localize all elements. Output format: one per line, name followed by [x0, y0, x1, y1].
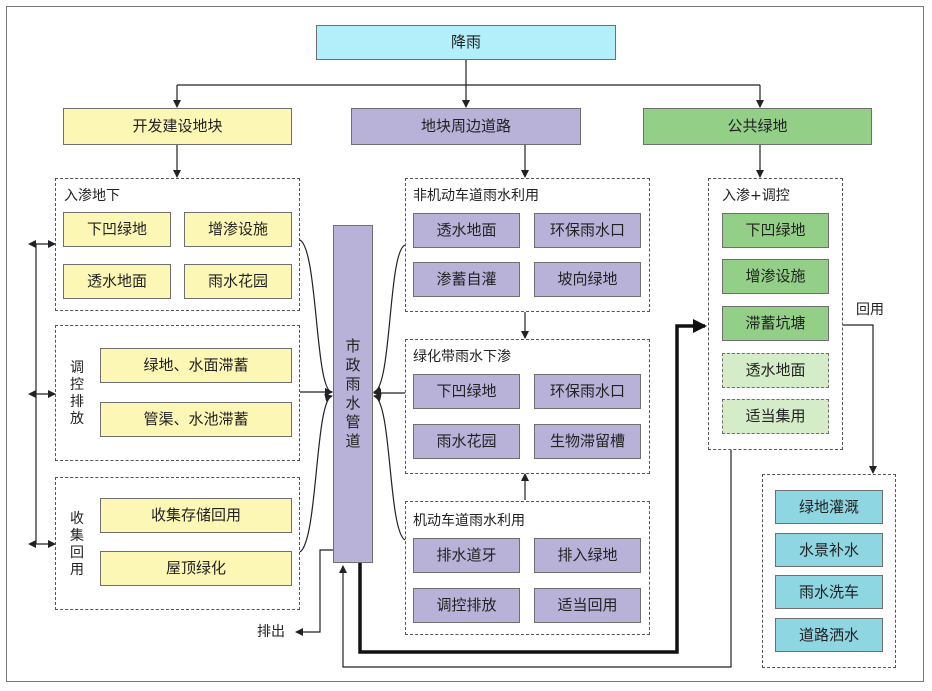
reuse-item: 水景补水 [775, 533, 883, 567]
road-nonmotor-group [405, 178, 650, 312]
road-nonmotor-item: 环保雨水口 [534, 213, 641, 248]
road-greenbelt-title: 绿化带雨水下渗 [413, 349, 511, 365]
park-group [708, 178, 843, 450]
park-item: 下凹绿地 [722, 213, 829, 248]
reuse-group [762, 474, 896, 668]
reuse-item: 雨水洗车 [775, 575, 883, 609]
road-greenbelt-group [405, 339, 650, 474]
road-nonmotor-item: 坡向绿地 [534, 262, 641, 297]
plot-box: 开发建设地块 [63, 108, 292, 145]
plot-infiltrate-group [55, 178, 300, 311]
plot-label: 开发建设地块 [132, 117, 223, 135]
reuse-item: 道路洒水 [775, 618, 883, 652]
road-nonmotor-title: 非机动车道雨水利用 [413, 188, 539, 204]
road-greenbelt-item: 下凹绿地 [413, 374, 520, 409]
municipal-pipe-box: 市政雨水管道 [333, 225, 373, 563]
plot-regulate-item: 绿地、水面滞蓄 [100, 348, 292, 383]
plot-infiltrate-item: 增渗设施 [184, 212, 292, 247]
plot-regulate-title: 调控排放 [70, 360, 84, 427]
plot-collect-item: 屋顶绿化 [100, 551, 292, 586]
road-box: 地块周边道路 [351, 108, 581, 145]
road-motor-group [405, 501, 650, 635]
plot-regulate-group [55, 325, 300, 461]
reuse-label: 回用 [856, 302, 884, 318]
plot-infiltrate-title: 入渗地下 [64, 188, 120, 204]
pipe-label: 市政雨水管道 [345, 337, 361, 450]
park-box: 公共绿地 [643, 108, 872, 145]
rain-label: 降雨 [450, 33, 481, 51]
park-item: 适当集用 [722, 399, 829, 434]
rain-box: 降雨 [316, 25, 616, 60]
road-greenbelt-item: 生物滞留槽 [534, 424, 641, 459]
park-label: 公共绿地 [727, 117, 788, 135]
reuse-item: 绿地灌溉 [775, 490, 883, 524]
plot-regulate-item: 管渠、水池滞蓄 [100, 402, 292, 437]
discharge-label: 排出 [257, 624, 285, 640]
plot-collect-title: 收集回用 [70, 511, 84, 578]
plot-collect-item: 收集存储回用 [100, 498, 292, 533]
park-item: 透水地面 [722, 353, 829, 388]
road-greenbelt-item: 环保雨水口 [534, 374, 641, 409]
road-greenbelt-item: 雨水花园 [413, 424, 520, 459]
plot-infiltrate-item: 透水地面 [63, 264, 171, 299]
diagram-frame [6, 6, 924, 682]
plot-infiltrate-item: 下凹绿地 [63, 212, 171, 247]
plot-collect-group [55, 477, 300, 610]
road-motor-item: 调控排放 [413, 588, 520, 623]
road-motor-item: 排入绿地 [534, 538, 641, 573]
road-nonmotor-item: 渗蓄自灌 [413, 262, 520, 297]
plot-infiltrate-item: 雨水花园 [184, 264, 292, 299]
park-group-title: 入渗+调控 [722, 188, 790, 204]
park-item: 增渗设施 [722, 259, 829, 294]
road-motor-item: 适当回用 [534, 588, 641, 623]
road-nonmotor-item: 透水地面 [413, 213, 520, 248]
road-motor-title: 机动车道雨水利用 [413, 513, 525, 529]
park-item: 滞蓄坑塘 [722, 306, 829, 341]
road-motor-item: 排水道牙 [413, 538, 520, 573]
road-label: 地块周边道路 [420, 117, 511, 135]
